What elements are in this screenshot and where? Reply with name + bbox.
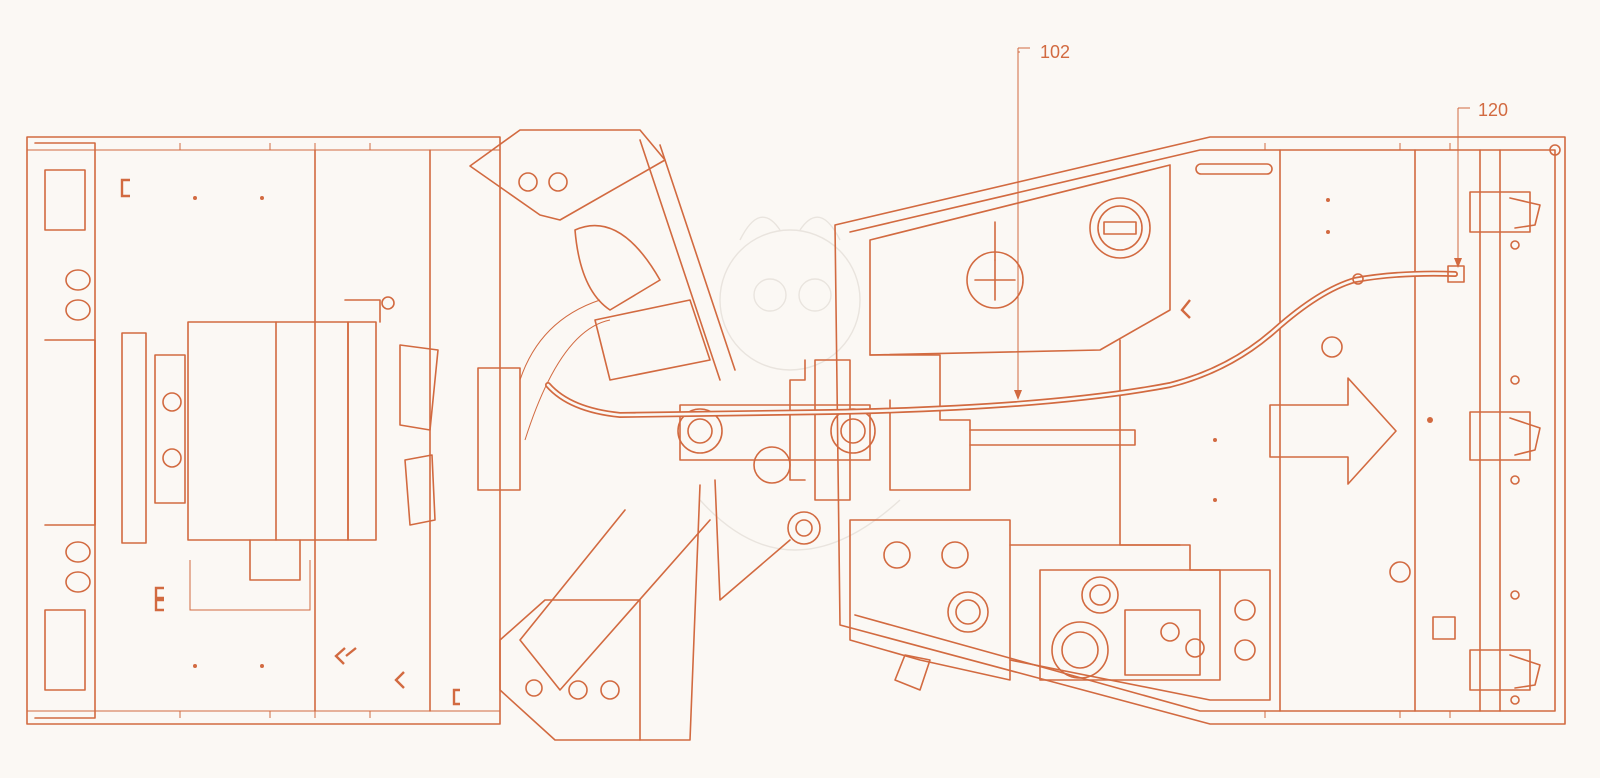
right-frame bbox=[834, 136, 1566, 725]
callout-102: 102 bbox=[1014, 42, 1070, 400]
callout-120-label: 120 bbox=[1478, 100, 1508, 120]
cable-assembly bbox=[545, 265, 1465, 419]
direction-arrow-icon bbox=[1269, 377, 1397, 485]
callout-102-label: 102 bbox=[1040, 42, 1070, 62]
watermark-mascot-icon bbox=[699, 216, 901, 551]
callout-120: 120 bbox=[1454, 100, 1508, 268]
center-pivot-assembly bbox=[469, 129, 876, 741]
connector-brackets bbox=[1469, 144, 1561, 705]
left-battery-block bbox=[121, 296, 460, 706]
frame-outline bbox=[26, 136, 501, 725]
